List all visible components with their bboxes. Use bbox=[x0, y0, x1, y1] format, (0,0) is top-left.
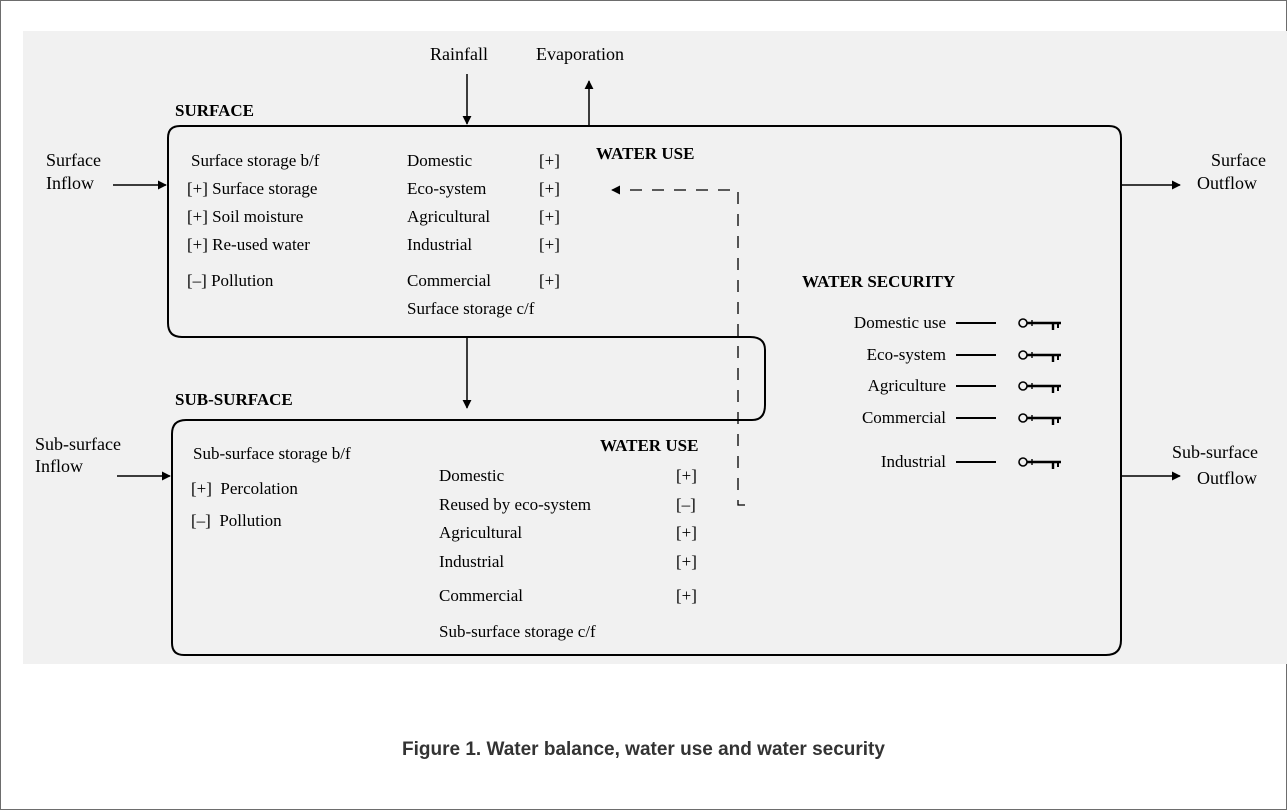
surface-water-use-title: WATER USE bbox=[596, 144, 694, 163]
security-item: Commercial bbox=[862, 408, 946, 427]
subsurface-title: SUB-SURFACE bbox=[175, 390, 293, 409]
subsurface-outflow-line: Sub-surface bbox=[1172, 442, 1258, 462]
surface-storage-item: [+] Re-used water bbox=[187, 235, 310, 254]
subsurface-storage-list: Sub-surface storage b/f [+] Percolation … bbox=[191, 444, 351, 530]
surface-outflow-line: Outflow bbox=[1197, 173, 1257, 193]
diagram-background bbox=[23, 31, 1287, 664]
surface-use-sign: [+] bbox=[539, 207, 560, 226]
surface-inflow-line: Inflow bbox=[46, 173, 94, 193]
surface-use: Domestic bbox=[407, 151, 473, 170]
subsurface-uses-list: Domestic Reused by eco-system Agricultur… bbox=[439, 466, 697, 641]
surface-storage-item: [–] Pollution bbox=[187, 271, 274, 290]
subsurface-use-sign: [+] bbox=[676, 466, 697, 485]
subsurface-outflow-label: Sub-surface Outflow bbox=[1172, 442, 1262, 488]
subsurface-use: Domestic bbox=[439, 466, 505, 485]
subsurface-outflow-line: Outflow bbox=[1197, 468, 1257, 488]
surface-carry-forward: Surface storage c/f bbox=[407, 299, 535, 318]
subsurface-use-sign: [+] bbox=[676, 552, 697, 571]
subsurface-carry-forward: Sub-surface storage c/f bbox=[439, 622, 596, 641]
water-security-list: Domestic use Eco-system Agriculture Comm… bbox=[854, 313, 946, 471]
subsurface-inflow-label: Sub-surface Inflow bbox=[35, 434, 125, 476]
water-security-title: WATER SECURITY bbox=[802, 272, 955, 291]
figure-caption: Figure 1. Water balance, water use and w… bbox=[402, 739, 885, 760]
surface-use: Eco-system bbox=[407, 179, 486, 198]
surface-use-sign: [+] bbox=[539, 179, 560, 198]
surface-use-sign: [+] bbox=[539, 151, 560, 170]
surface-storage-list: Surface storage b/f [+] Surface storage … bbox=[187, 151, 320, 290]
surface-inflow-label: Surface Inflow bbox=[46, 150, 105, 193]
surface-uses-list: Domestic Eco-system Agricultural Industr… bbox=[407, 151, 560, 318]
key-icon bbox=[1017, 456, 1063, 471]
surface-inflow-line: Surface bbox=[46, 150, 101, 170]
water-balance-diagram: Rainfall Evaporation SURFACE Surface Inf… bbox=[35, 44, 1270, 656]
security-item: Eco-system bbox=[867, 345, 946, 364]
subsurface-use-sign: [+] bbox=[676, 523, 697, 542]
surface-storage-item: [+] Surface storage bbox=[187, 179, 317, 198]
security-item: Domestic use bbox=[854, 313, 946, 332]
subsurface-inflow-line: Inflow bbox=[35, 456, 83, 476]
subsurface-storage-item: [–] Pollution bbox=[191, 511, 282, 530]
surface-use: Agricultural bbox=[407, 207, 490, 226]
subsurface-storage-item: [+] Percolation bbox=[191, 479, 298, 498]
subsurface-inflow-line: Sub-surface bbox=[35, 434, 121, 454]
security-dash-lines bbox=[956, 322, 996, 463]
surface-outflow-label: Surface Outflow bbox=[1197, 150, 1270, 193]
subsurface-use: Agricultural bbox=[439, 523, 522, 542]
subsurface-use-sign: [–] bbox=[676, 495, 696, 514]
reuse-dashed-line bbox=[611, 185, 745, 506]
surface-storage-item: Surface storage b/f bbox=[191, 151, 320, 170]
security-item: Industrial bbox=[881, 452, 946, 471]
key-icon bbox=[1017, 412, 1063, 427]
subsurface-use: Commercial bbox=[439, 586, 523, 605]
subsurface-water-use-title: WATER USE bbox=[600, 436, 698, 455]
key-icon bbox=[1017, 317, 1063, 332]
surface-use: Industrial bbox=[407, 235, 472, 254]
surface-use-sign: [+] bbox=[539, 235, 560, 254]
key-icon bbox=[1017, 349, 1063, 364]
subsurface-storage-item: Sub-surface storage b/f bbox=[193, 444, 351, 463]
evaporation-label: Evaporation bbox=[536, 44, 624, 64]
surface-box bbox=[167, 125, 1122, 656]
surface-outflow-line: Surface bbox=[1211, 150, 1266, 170]
key-icon bbox=[1017, 380, 1063, 395]
surface-use-sign: [+] bbox=[539, 271, 560, 290]
subsurface-use-sign: [+] bbox=[676, 586, 697, 605]
subsurface-use: Reused by eco-system bbox=[439, 495, 591, 514]
security-item: Agriculture bbox=[868, 376, 946, 395]
rainfall-label: Rainfall bbox=[430, 44, 488, 64]
surface-use: Commercial bbox=[407, 271, 491, 290]
surface-title: SURFACE bbox=[175, 101, 254, 120]
subsurface-use: Industrial bbox=[439, 552, 504, 571]
surface-storage-item: [+] Soil moisture bbox=[187, 207, 303, 226]
